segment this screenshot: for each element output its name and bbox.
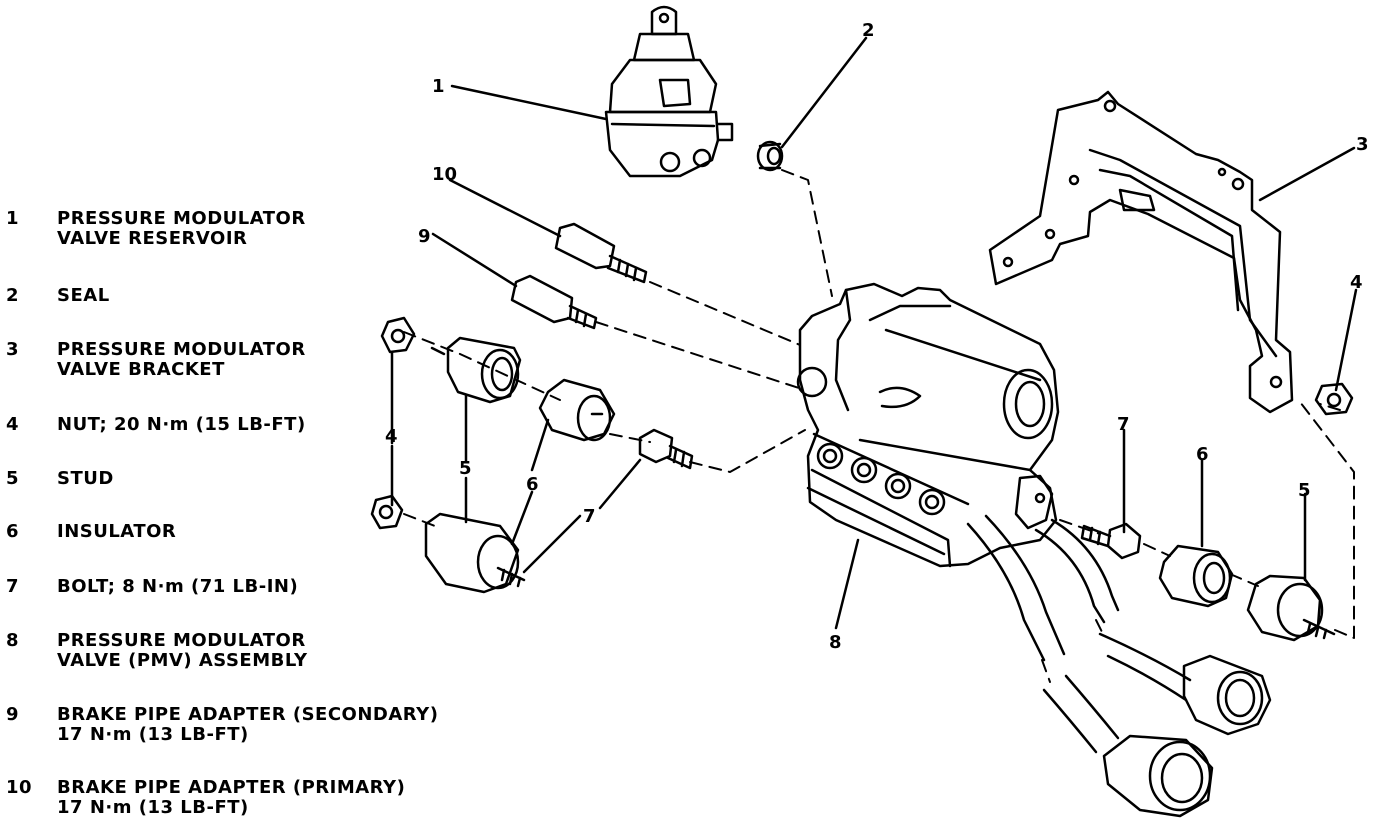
legend-line: 17 N·m (13 LB-FT) — [57, 797, 249, 818]
seal-part — [756, 140, 784, 172]
legend-line: BRAKE PIPE ADAPTER (SECONDARY) — [57, 704, 439, 725]
legend-line: INSULATOR — [57, 521, 177, 542]
legend-description: NUT; 20 N·m (15 LB-FT) — [57, 415, 306, 435]
legend-line: PRESSURE MODULATOR — [57, 208, 306, 229]
callout-2: 2 — [862, 20, 875, 41]
legend-number: 7 — [6, 576, 20, 597]
parts-legend: 1 PRESSURE MODULATOR VALVE RESERVOIR 2 S… — [0, 0, 520, 826]
legend-line: SEAL — [57, 285, 110, 306]
legend-line: STUD — [57, 468, 114, 489]
legend-line: VALVE (PMV) ASSEMBLY — [57, 650, 308, 671]
callout-4-left: 4 — [385, 426, 398, 447]
legend-line: PRESSURE MODULATOR — [57, 630, 306, 651]
legend-line: BOLT; 8 N·m (71 LB-IN) — [57, 576, 299, 597]
brake-pipe-adapter-secondary — [510, 274, 598, 330]
callout-7-left: 7 — [583, 506, 596, 527]
valve-bracket — [988, 90, 1294, 414]
legend-number: 8 — [6, 630, 20, 651]
legend-number: 10 — [6, 777, 33, 798]
leader-lines — [390, 36, 1358, 630]
brake-pipe-adapter-primary — [554, 222, 648, 284]
callout-5-right: 5 — [1298, 480, 1311, 501]
callout-4-right: 4 — [1350, 272, 1363, 293]
legend-line: PRESSURE MODULATOR — [57, 339, 306, 360]
callout-6-left: 6 — [526, 474, 539, 495]
legend-line: 17 N·m (13 LB-FT) — [57, 724, 249, 745]
legend-description: PRESSURE MODULATOR VALVE (PMV) ASSEMBLY — [57, 631, 308, 671]
legend-number: 2 — [6, 285, 20, 306]
legend-number: 5 — [6, 468, 20, 489]
legend-description: STUD — [57, 469, 114, 489]
legend-description: SEAL — [57, 286, 110, 306]
callout-3: 3 — [1356, 134, 1369, 155]
legend-description: PRESSURE MODULATOR VALVE RESERVOIR — [57, 209, 306, 249]
callout-5-left: 5 — [459, 458, 472, 479]
legend-line: VALVE BRACKET — [57, 359, 225, 380]
nut-parts — [370, 316, 1354, 530]
legend-description: PRESSURE MODULATOR VALVE BRACKET — [57, 340, 306, 380]
callout-6-right: 6 — [1196, 444, 1209, 465]
callout-labels: 1 2 3 4 4 5 5 6 6 7 7 8 9 10 — [385, 20, 1369, 653]
stud-parts — [424, 336, 1336, 642]
legend-number: 9 — [6, 704, 20, 725]
legend-description: INSULATOR — [57, 522, 176, 542]
legend-line: VALVE RESERVOIR — [57, 228, 248, 249]
pmv-assembly — [796, 282, 1060, 568]
legend-description: BRAKE PIPE ADAPTER (SECONDARY) 17 N·m (1… — [57, 705, 438, 745]
callout-7-right: 7 — [1117, 414, 1130, 435]
legend-line: NUT; 20 N·m (15 LB-FT) — [57, 414, 306, 435]
wiring-harness — [966, 514, 1272, 818]
callout-1: 1 — [432, 76, 445, 97]
legend-number: 6 — [6, 521, 20, 542]
callout-8: 8 — [829, 632, 842, 653]
bolt-parts — [638, 428, 1142, 560]
callout-10: 10 — [432, 164, 457, 185]
legend-number: 1 — [6, 208, 20, 229]
reservoir-part — [604, 5, 734, 178]
legend-line: BRAKE PIPE ADAPTER (PRIMARY) — [57, 777, 406, 798]
legend-number: 3 — [6, 339, 20, 360]
legend-description: BRAKE PIPE ADAPTER (PRIMARY) 17 N·m (13 … — [57, 778, 405, 818]
dashed-alignment-lines — [403, 169, 1355, 683]
legend-description: BOLT; 8 N·m (71 LB-IN) — [57, 577, 298, 597]
callout-9: 9 — [418, 226, 431, 247]
insulator-parts — [538, 378, 1234, 608]
legend-number: 4 — [6, 414, 20, 435]
